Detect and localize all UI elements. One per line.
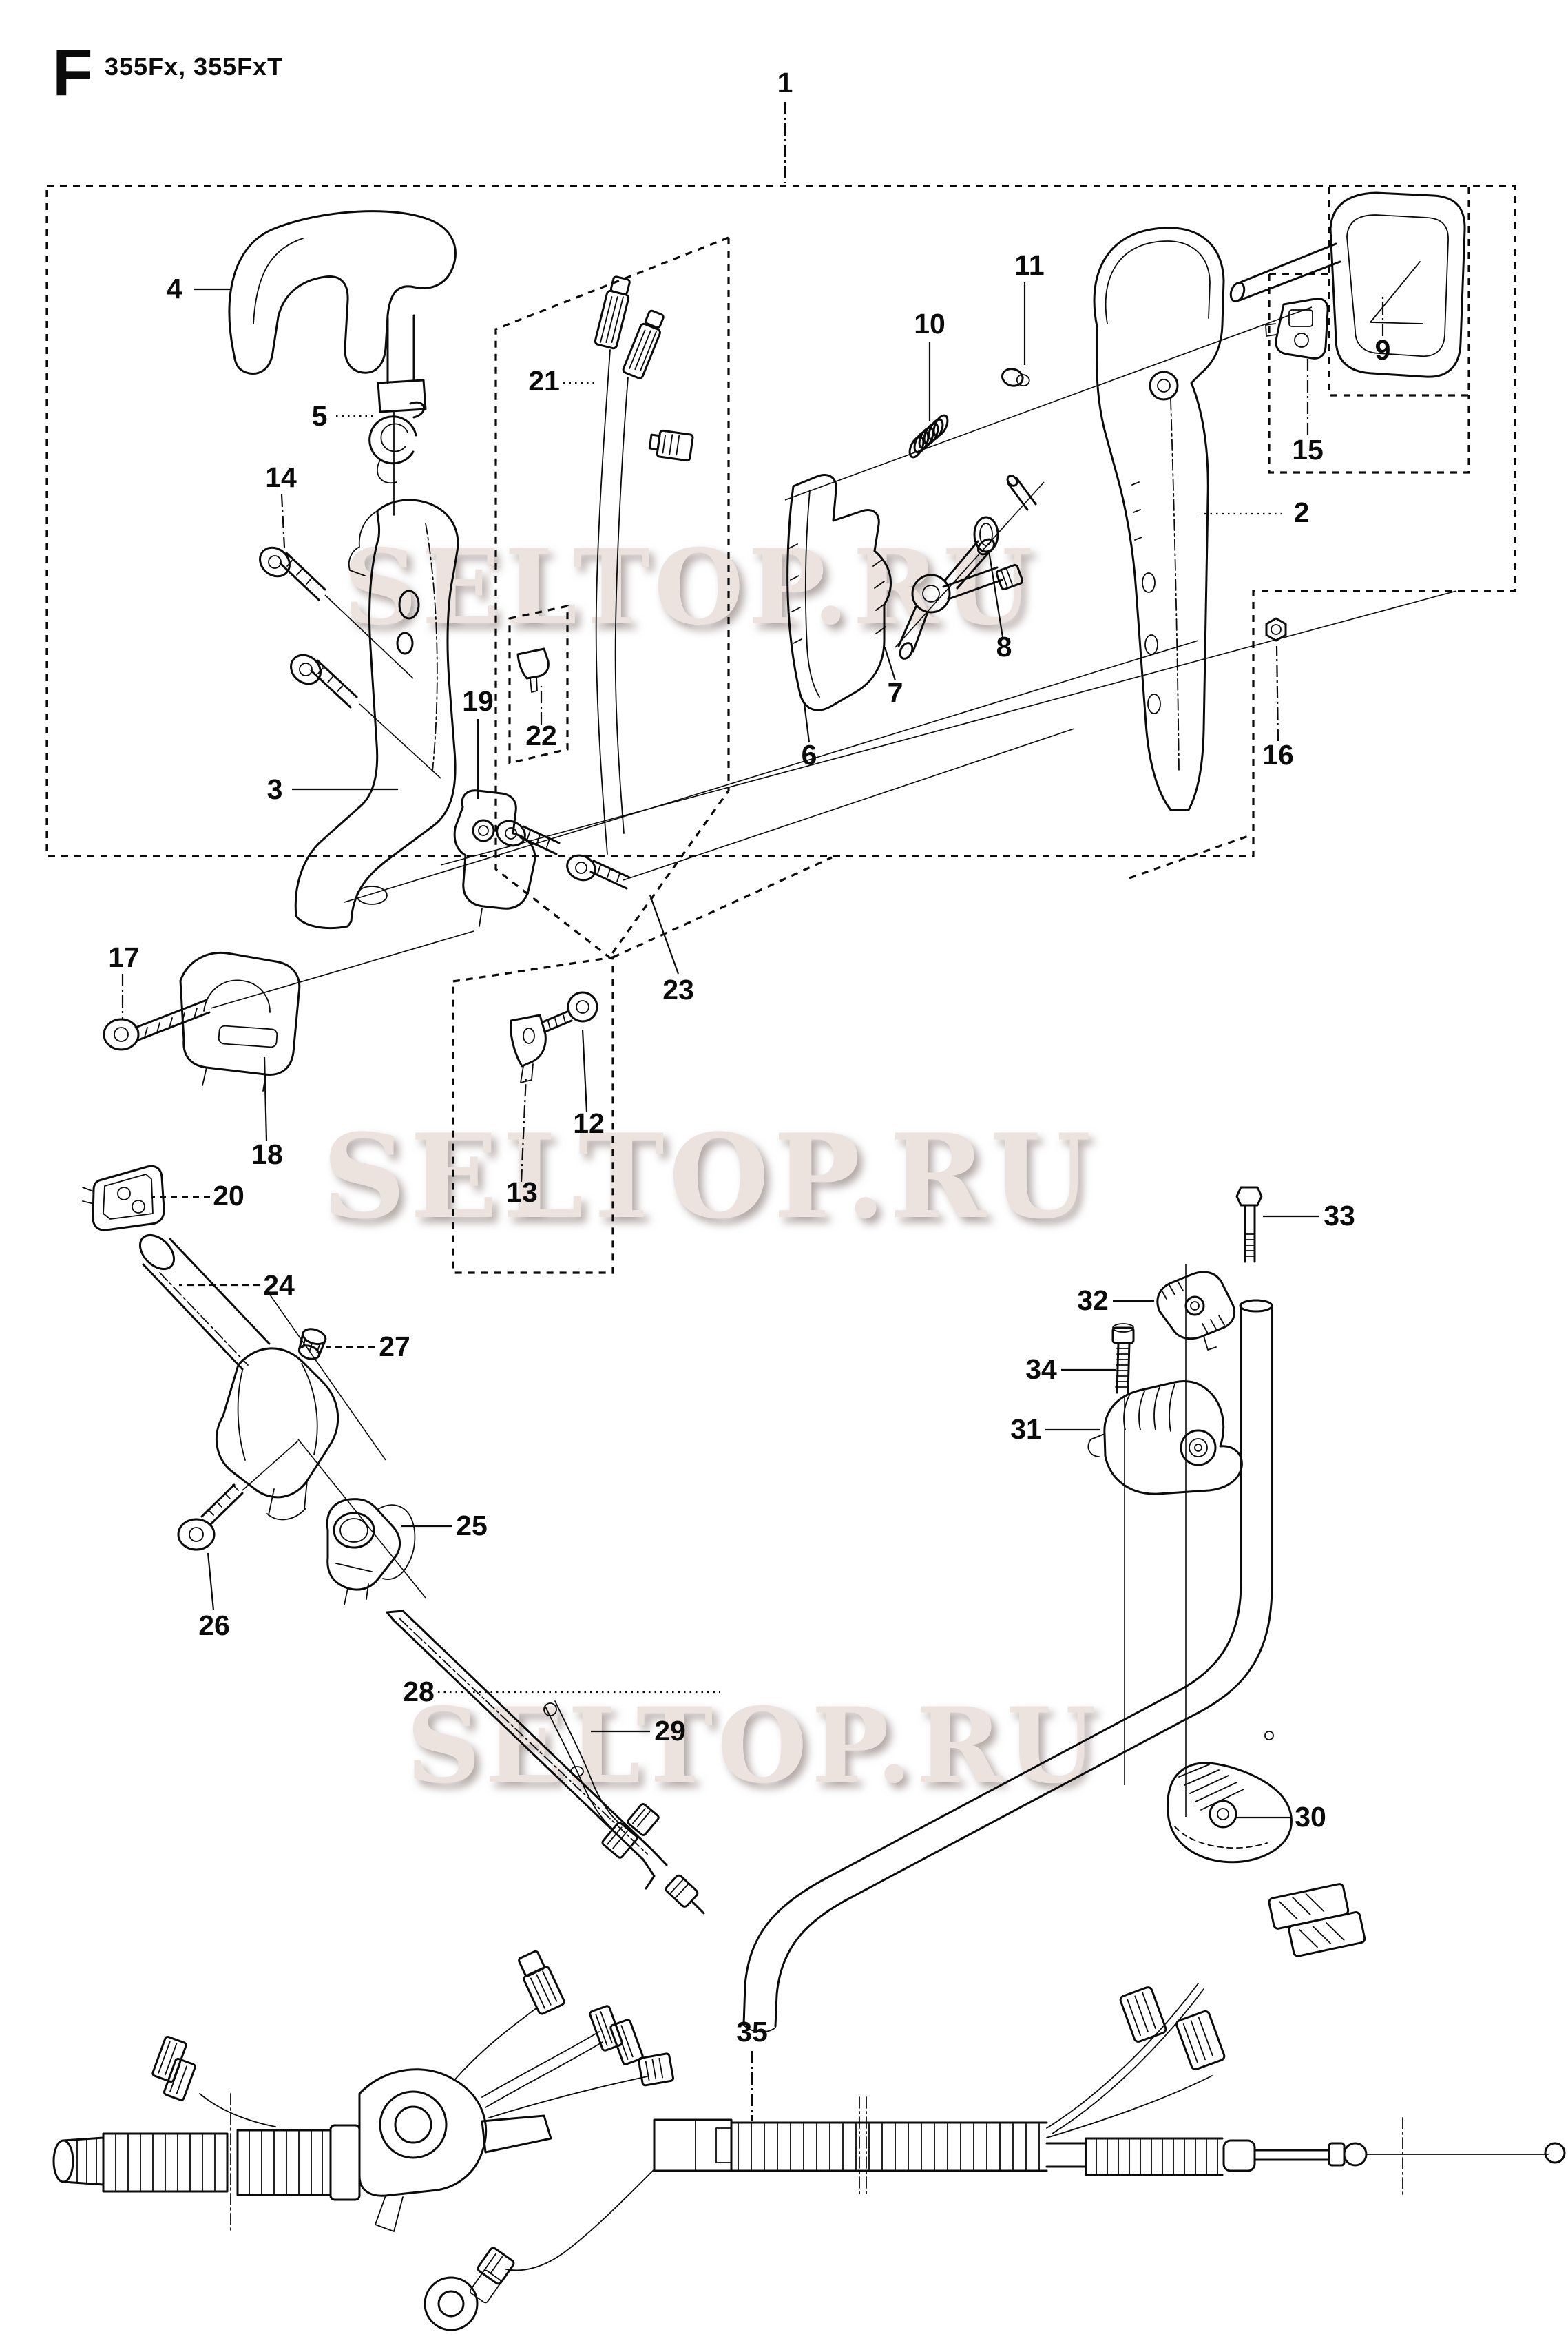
part-28-rod-drawing bbox=[386, 1610, 705, 1915]
part-label-23: 23 bbox=[662, 974, 694, 1006]
part-label-12: 12 bbox=[573, 1107, 605, 1139]
part-31-upper-clamp-drawing bbox=[1087, 1379, 1243, 1495]
part-21-wiring-loom-drawing bbox=[594, 275, 694, 855]
part-25-clamp-knob-drawing bbox=[326, 1498, 416, 1605]
part-label-31: 31 bbox=[1010, 1413, 1042, 1445]
part-label-9: 9 bbox=[1375, 334, 1391, 366]
part-label-17: 17 bbox=[108, 941, 140, 973]
part-label-6: 6 bbox=[802, 739, 817, 771]
part-18-clamp-cover-drawing bbox=[179, 951, 301, 1092]
axis-lines bbox=[210, 306, 1457, 1817]
part-2-right-handle-half-drawing bbox=[1093, 227, 1225, 811]
assembly-group-boxes bbox=[45, 185, 1516, 1274]
part-label-2: 2 bbox=[1294, 497, 1310, 528]
part-label-1: 1 bbox=[777, 67, 793, 98]
part-number-labels: 1 2 3 4 5 6 7 8 9 10 11 12 13 14 15 16 1… bbox=[108, 67, 1390, 2048]
section-letter: F bbox=[52, 36, 93, 110]
part-32-wing-lever-drawing bbox=[1156, 1271, 1235, 1351]
part-label-13: 13 bbox=[506, 1176, 538, 1208]
part-label-18: 18 bbox=[251, 1138, 283, 1170]
part-label-3: 3 bbox=[267, 773, 283, 805]
model-title: 355Fx, 355FxT bbox=[105, 52, 284, 81]
part-label-7: 7 bbox=[888, 677, 903, 709]
part-14-screws-drawing bbox=[259, 546, 358, 709]
part-24-handlebar-tube-drawing bbox=[138, 1233, 339, 1521]
part-label-20: 20 bbox=[213, 1180, 244, 1211]
part-5-clamp-ring-drawing bbox=[368, 401, 426, 484]
part-3-left-handle-half-drawing bbox=[294, 499, 459, 929]
part-8-pin-and-oring-drawing bbox=[973, 475, 1037, 553]
part-label-16: 16 bbox=[1262, 739, 1294, 771]
part-label-24: 24 bbox=[263, 1269, 295, 1301]
part-33-bolt-drawing bbox=[1235, 1186, 1263, 1263]
part-label-34: 34 bbox=[1025, 1353, 1057, 1385]
part-label-28: 28 bbox=[403, 1676, 435, 1707]
part-34-screw-drawing bbox=[1111, 1323, 1135, 1394]
part-label-14: 14 bbox=[265, 461, 297, 493]
part-label-5: 5 bbox=[312, 400, 328, 432]
part-19-bracket-drawing bbox=[453, 789, 536, 927]
part-9-guard-loop-drawing bbox=[1229, 191, 1466, 378]
part-label-29: 29 bbox=[654, 1715, 686, 1747]
part-15-switch-drawing bbox=[1265, 298, 1329, 360]
part-label-8: 8 bbox=[996, 631, 1012, 663]
watermark-text: SELTOP.RU bbox=[406, 1685, 1100, 1806]
part-label-21: 21 bbox=[528, 365, 560, 397]
part-label-11: 11 bbox=[1014, 249, 1044, 281]
part-13-clip-drawing bbox=[510, 1014, 547, 1083]
part-29-wires-drawing bbox=[543, 1700, 660, 1859]
part-11-cap-drawing bbox=[1001, 368, 1030, 387]
part-label-4: 4 bbox=[167, 273, 182, 304]
part-10-spring-drawing bbox=[908, 414, 949, 459]
leader-lines bbox=[121, 102, 1384, 2121]
watermark-text: SELTOP.RU bbox=[322, 1108, 1096, 1245]
part-30-lower-clamp-drawing bbox=[1167, 1762, 1293, 1864]
part-label-19: 19 bbox=[462, 685, 494, 717]
part-label-35: 35 bbox=[736, 2016, 768, 2048]
part-label-22: 22 bbox=[525, 720, 557, 751]
part-20-stop-switch-drawing bbox=[82, 1165, 165, 1231]
part-22-clip-drawing bbox=[516, 647, 550, 693]
part-label-25: 25 bbox=[456, 1510, 488, 1541]
part-6-trigger-drawing bbox=[786, 474, 892, 711]
handlebar-j-tube-drawing bbox=[742, 1299, 1274, 2033]
part-35-wiring-harness-drawing bbox=[52, 1883, 1566, 2331]
part-label-10: 10 bbox=[914, 308, 945, 340]
part-label-26: 26 bbox=[198, 1610, 230, 1641]
part-26-screw-drawing bbox=[177, 1483, 244, 1551]
part-17-screw-drawing bbox=[103, 999, 211, 1051]
part-12-screw-drawing bbox=[541, 991, 598, 1033]
part-label-32: 32 bbox=[1077, 1284, 1109, 1316]
part-4-front-handle-drawing bbox=[228, 210, 457, 516]
part-label-15: 15 bbox=[1292, 434, 1324, 466]
part-16-nut-drawing bbox=[1265, 617, 1287, 642]
part-label-27: 27 bbox=[379, 1331, 410, 1362]
part-27-nut-drawing bbox=[297, 1328, 327, 1360]
part-7-throttle-lever-drawing bbox=[897, 538, 1024, 660]
part-label-30: 30 bbox=[1295, 1801, 1326, 1833]
part-23-screws-drawing bbox=[496, 820, 631, 890]
part-label-33: 33 bbox=[1324, 1200, 1355, 1231]
